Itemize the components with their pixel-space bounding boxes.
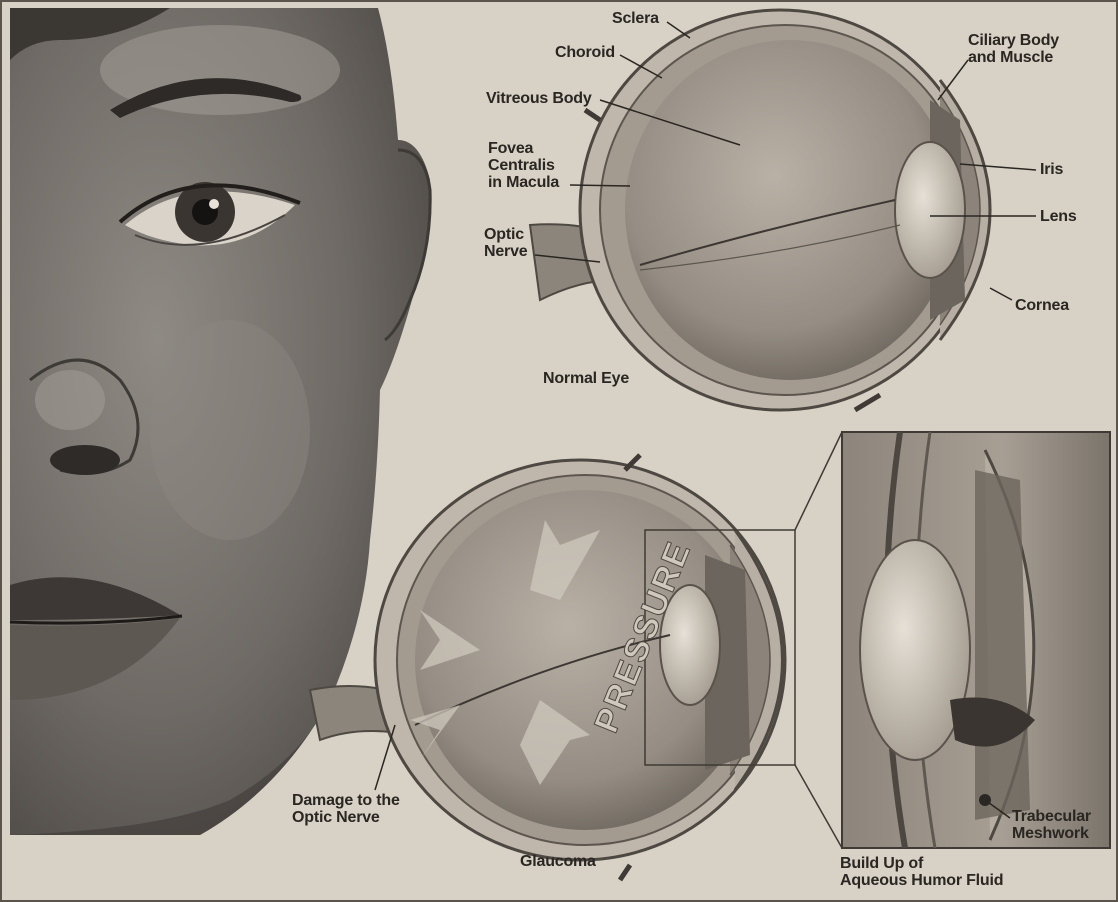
label-vitreous-body: Vitreous Body	[486, 90, 592, 107]
label-cornea: Cornea	[1015, 297, 1069, 314]
label-lens: Lens	[1040, 208, 1077, 225]
label-choroid: Choroid	[555, 44, 615, 61]
label-ciliary-body: Ciliary Body and Muscle	[968, 32, 1059, 66]
caption-glaucoma: Glaucoma	[520, 853, 596, 870]
label-optic-nerve: Optic Nerve	[484, 226, 527, 260]
trabecular-detail-inset	[842, 432, 1110, 848]
label-damage-optic-nerve: Damage to the Optic Nerve	[292, 792, 400, 826]
caption-normal-eye: Normal Eye	[543, 370, 629, 387]
label-trabecular-meshwork: Trabecular Meshwork	[1012, 808, 1091, 842]
caption-aqueous-humor: Build Up of Aqueous Humor Fluid	[840, 855, 1003, 889]
label-iris: Iris	[1040, 161, 1063, 178]
normal-eye-diagram	[530, 10, 990, 410]
zoom-connector-lines	[795, 432, 842, 848]
label-fovea-centralis: Fovea Centralis in Macula	[488, 140, 559, 191]
label-sclera: Sclera	[612, 10, 659, 27]
